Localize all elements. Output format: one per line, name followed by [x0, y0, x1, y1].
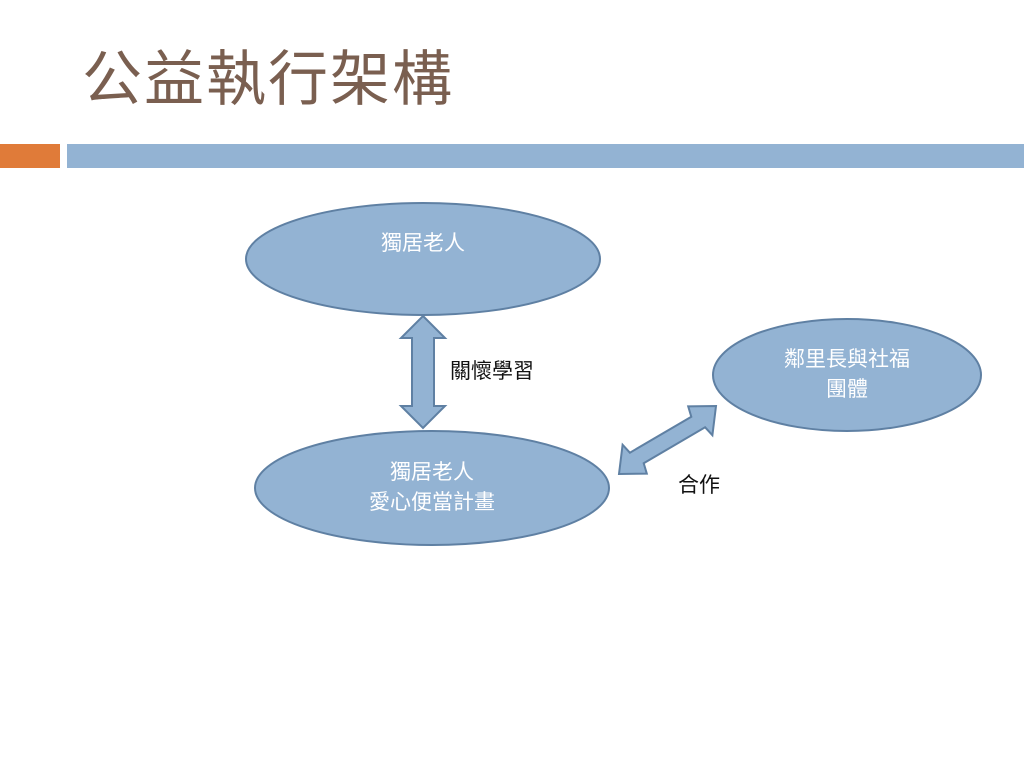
node-lunch-program	[254, 430, 610, 546]
node-village-welfare-line1: 鄰里長與社福	[784, 347, 910, 371]
edge-label-care-learning: 關懷學習	[450, 359, 534, 383]
node-village-welfare	[712, 318, 982, 432]
node-lunch-program-line1: 獨居老人	[390, 460, 474, 484]
node-village-welfare-label: 鄰里長與社福 團體	[747, 344, 947, 404]
header-accent-blue	[67, 144, 1024, 168]
arrow-cooperation	[617, 404, 718, 476]
arrow-care-learning	[398, 314, 448, 430]
node-lunch-program-line2: 愛心便當計畫	[369, 490, 495, 514]
node-village-welfare-line2: 團體	[826, 377, 868, 401]
header-accent-orange	[0, 144, 60, 168]
node-elderly	[245, 202, 601, 316]
slide-title: 公益執行架構	[82, 45, 454, 115]
node-lunch-program-label: 獨居老人 愛心便當計畫	[332, 457, 532, 517]
node-elderly-line1: 獨居老人	[381, 231, 465, 255]
node-elderly-label: 獨居老人	[323, 228, 523, 258]
edge-label-cooperation: 合作	[678, 473, 720, 497]
